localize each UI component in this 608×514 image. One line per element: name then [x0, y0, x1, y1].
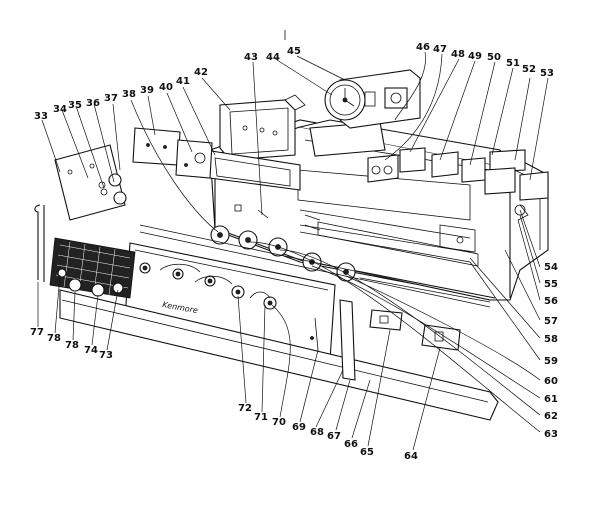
label-71: 71: [254, 412, 268, 423]
leader-lines: [37, 51, 549, 451]
label-54: 54: [544, 262, 558, 273]
label-34: 34: [53, 104, 67, 115]
label-38: 38: [122, 89, 136, 100]
side-post-68: [339, 299, 356, 381]
part-40-plate: [175, 139, 213, 179]
label-73: 73: [99, 350, 113, 361]
label-75: 78: [65, 340, 79, 351]
label-63: 63: [544, 429, 558, 440]
label-76: 78: [47, 333, 61, 344]
side-trim-left: [34, 204, 45, 282]
label-47: 47: [433, 44, 447, 55]
label-48: 48: [451, 49, 465, 60]
grille-panel: [49, 237, 136, 299]
label-70: 70: [272, 417, 286, 428]
label-72: 72: [238, 403, 252, 414]
bracket-65: [369, 309, 403, 331]
label-64: 64: [404, 451, 418, 462]
label-37: 37: [104, 93, 118, 104]
timer-assembly: [324, 69, 421, 129]
label-55: 55: [544, 279, 558, 290]
label-33: 33: [34, 111, 48, 122]
label-60: 60: [544, 376, 558, 387]
label-43: 43: [244, 52, 258, 63]
label-44: 44: [266, 52, 280, 63]
label-58: 58: [544, 334, 558, 345]
label-36: 36: [86, 98, 100, 109]
label-65: 65: [360, 447, 374, 458]
label-45: 45: [287, 46, 301, 57]
label-61: 61: [544, 394, 558, 405]
front-trim-bar: [59, 289, 499, 421]
label-41: 41: [176, 76, 190, 87]
label-40: 40: [159, 82, 173, 93]
label-57: 57: [544, 316, 558, 327]
label-56: 56: [544, 296, 558, 307]
label-74: 74: [84, 345, 98, 356]
panel-knobs: [139, 262, 277, 310]
switch-row: [367, 147, 549, 221]
label-49: 49: [468, 51, 482, 62]
label-67: 67: [327, 431, 341, 442]
label-62: 62: [544, 411, 558, 422]
label-52: 52: [522, 64, 536, 75]
label-35: 35: [68, 100, 82, 111]
label-77: 77: [30, 327, 44, 338]
label-59: 59: [544, 356, 558, 367]
label-51: 51: [506, 58, 520, 69]
front-control-panel: Kenmore: [124, 242, 336, 361]
knob-discs: [210, 225, 356, 282]
part-39-plate: [132, 127, 181, 166]
label-39: 39: [140, 85, 154, 96]
part-labels: 33 34 35 36 37 38 39 40 41 42 43 44 45 4…: [30, 42, 558, 462]
label-42: 42: [194, 67, 208, 78]
label-66: 66: [344, 439, 358, 450]
part-42-bracket: [219, 94, 306, 161]
label-46: 46: [416, 42, 430, 53]
left-control-panel: [54, 144, 127, 221]
label-50: 50: [487, 52, 501, 63]
label-69: 69: [292, 422, 306, 433]
label-53: 53: [540, 68, 554, 79]
label-68: 68: [310, 427, 324, 438]
